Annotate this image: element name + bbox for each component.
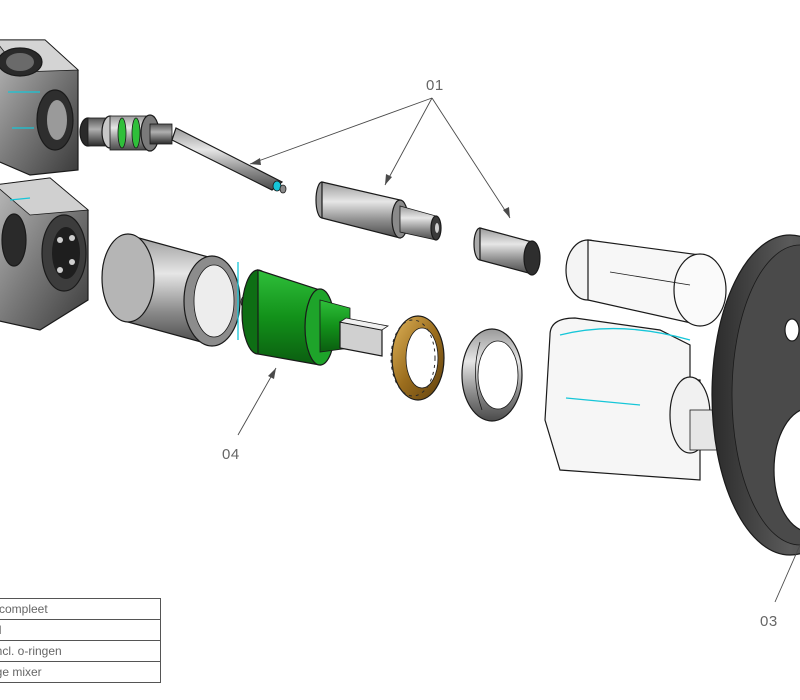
spindle-headpart: [79, 114, 287, 194]
parts-row-label: l compleet: [0, 602, 48, 616]
escutcheon-plate: [711, 234, 800, 556]
table-row: l compleet: [0, 598, 161, 620]
table-row: incl. o-ringen: [0, 640, 161, 662]
parts-list-table: l compleet H incl. o-ringen lge mixer: [0, 598, 161, 683]
callout-leaders: [237, 97, 800, 603]
parts-row-label: lge mixer: [1, 665, 42, 679]
sleeve-cylinder: [101, 233, 241, 347]
table-row: H: [0, 619, 161, 641]
cartridge-green: [240, 269, 390, 366]
parts-row-label: incl. o-ringen: [1, 644, 62, 658]
small-cylinder: [473, 227, 541, 276]
spacer-tube: [315, 181, 442, 241]
handle-assembly: [544, 239, 727, 481]
callout-01: 01: [426, 77, 444, 94]
callout-04: 04: [222, 446, 240, 463]
callout-03: 03: [760, 613, 778, 630]
valve-body-upper: [0, 39, 79, 176]
valve-body-lower: [0, 177, 89, 331]
table-row: lge mixer: [0, 661, 161, 683]
parts-row-label: H: [1, 623, 2, 637]
steel-ring: [461, 328, 523, 422]
brass-ring: [390, 315, 445, 401]
